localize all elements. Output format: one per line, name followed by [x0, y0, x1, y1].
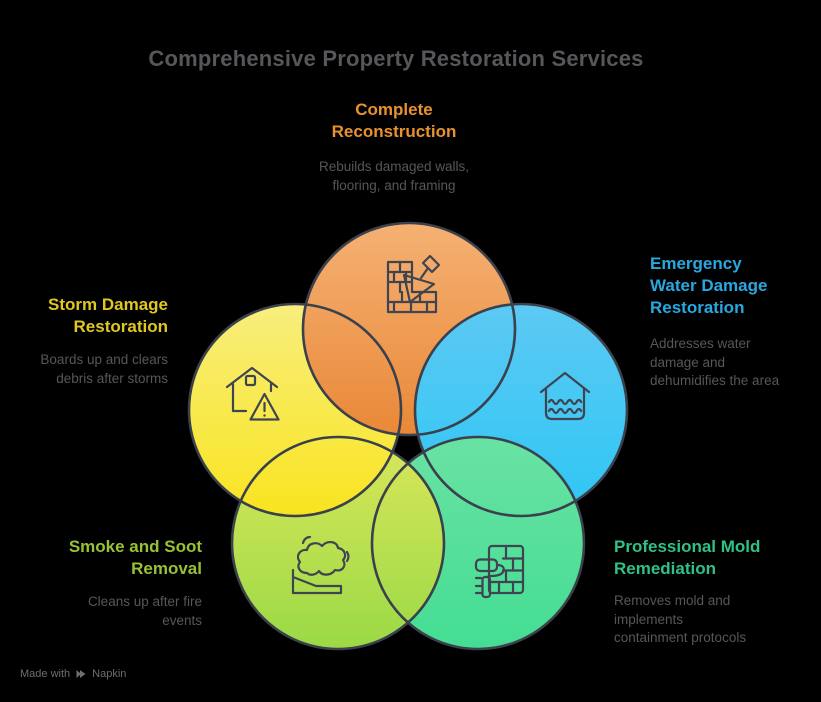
segment-label-line: Restoration — [73, 317, 168, 336]
segment-label-line: Professional Mold — [614, 537, 761, 556]
house-warning-icon — [225, 366, 280, 421]
segment-label-storm-damage: Storm Damage Restoration — [0, 294, 168, 338]
description-line: containment protocols — [614, 630, 747, 645]
segment-label-line: Smoke and Soot — [68, 537, 202, 556]
smoke-cloud-icon — [291, 535, 350, 595]
segment-label-line: Reconstruction — [331, 122, 457, 141]
description-line: damage and — [650, 354, 726, 370]
paint-roller-wall-icon — [474, 544, 525, 599]
segment-description-complete-reconstruction: Rebuilds damaged walls, flooring, and fr… — [244, 158, 544, 195]
flooded-house-icon — [539, 371, 591, 421]
segment-label-line: Complete — [355, 100, 433, 119]
segment-label-line: Removal — [131, 559, 202, 578]
description-line: events — [162, 612, 202, 628]
description-line: Cleans up after fire — [87, 594, 202, 609]
segment-label-smoke-soot: Smoke and Soot Removal — [0, 536, 202, 580]
page-title: Comprehensive Property Restoration Servi… — [148, 46, 644, 71]
description-line: Addresses water — [650, 336, 751, 351]
description-line: Removes mold and — [614, 593, 731, 608]
description-line: debris after storms — [56, 370, 168, 386]
description-line: Boards up and clears — [40, 352, 168, 367]
description-line: flooring, and framing — [332, 177, 456, 193]
description-line: Rebuilds damaged walls, — [318, 159, 470, 174]
segment-description-mold-remediation: Removes mold and implements containment … — [614, 592, 814, 648]
watermark-brand: Napkin — [92, 668, 127, 680]
segment-description-water-damage: Addresses water damage and dehumidifies … — [650, 335, 821, 391]
description-line: dehumidifies the area — [650, 373, 780, 388]
segment-label-line: Storm Damage — [48, 295, 168, 314]
segment-description-storm-damage: Boards up and clears debris after storms — [0, 351, 168, 388]
napkin-watermark[interactable]: Made with Napkin — [20, 668, 126, 680]
description-line: implements — [614, 611, 684, 627]
segment-label-line: Restoration — [650, 298, 745, 317]
circle-water-overlap — [415, 304, 515, 435]
segment-label-line: Water Damage — [650, 276, 768, 295]
segment-description-smoke-soot: Cleans up after fire events — [0, 593, 202, 630]
circle-outlines — [187, 221, 629, 651]
segment-label-complete-reconstruction: Complete Reconstruction — [244, 99, 544, 143]
segment-label-line: Emergency — [650, 254, 742, 273]
brick-wall-trowel-icon — [386, 254, 441, 314]
napkin-logo-icon — [76, 670, 86, 678]
segment-label-line: Remediation — [614, 559, 717, 578]
watermark-made-with: Made with — [20, 668, 71, 680]
circle-fills — [189, 223, 627, 649]
segment-label-water-damage: Emergency Water Damage Restoration — [650, 253, 821, 319]
segment-label-mold-remediation: Professional Mold Remediation — [614, 536, 814, 580]
